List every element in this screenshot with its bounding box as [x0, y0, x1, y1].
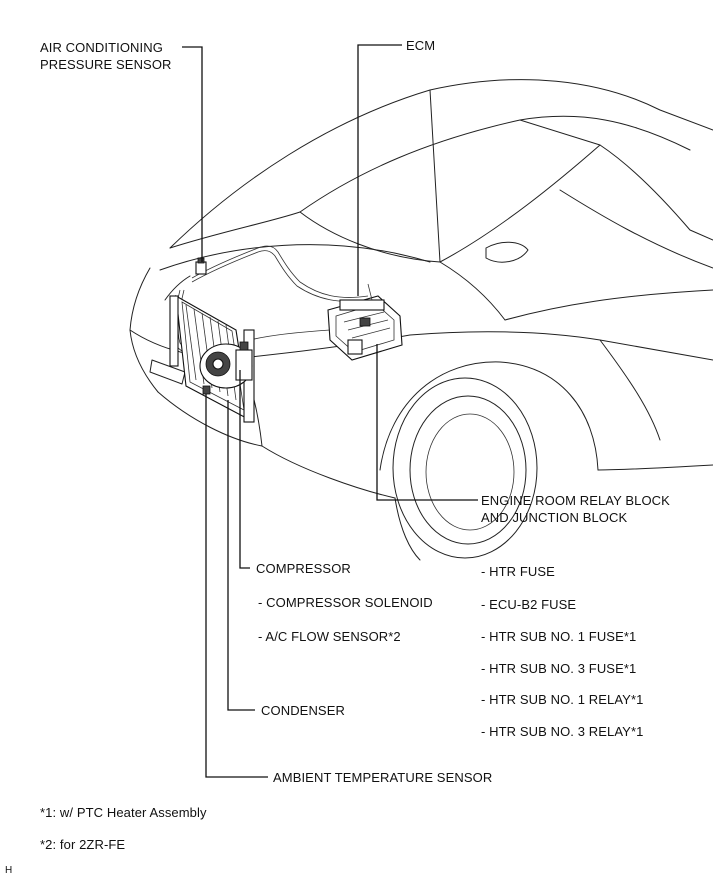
label-ecm: ECM: [406, 38, 436, 53]
ac-pressure-sensor-part: [195, 257, 207, 275]
label-ac-pressure-sensor-line1: AIR CONDITIONING: [40, 40, 163, 55]
leader-lines: [182, 44, 478, 778]
ecm-relay-block-part: [327, 283, 403, 361]
relay-item-htr-sub3-relay: - HTR SUB NO. 3 RELAY*1: [481, 724, 644, 739]
compressor-subitem-solenoid: - COMPRESSOR SOLENOID: [258, 595, 433, 610]
label-ac-pressure-sensor: AIR CONDITIONING PRESSURE SENSOR: [40, 39, 172, 73]
footnote-1: *1: w/ PTC Heater Assembly: [40, 805, 207, 820]
ambient-sensor-part: [202, 385, 211, 395]
relay-item-htr-sub1-fuse: - HTR SUB NO. 1 FUSE*1: [481, 629, 637, 644]
compressor-part: [199, 341, 253, 389]
label-compressor: COMPRESSOR: [256, 561, 351, 576]
label-ambient-temperature-sensor: AMBIENT TEMPERATURE SENSOR: [273, 770, 493, 785]
car-body-outline: [129, 79, 713, 561]
footnote-2: *2: for 2ZR-FE: [40, 837, 126, 852]
compressor-subitem-flow-sensor: - A/C FLOW SENSOR*2: [258, 629, 401, 644]
label-relay-block-line2: AND JUNCTION BLOCK: [481, 510, 628, 525]
label-relay-block: ENGINE ROOM RELAY BLOCK AND JUNCTION BLO…: [481, 492, 670, 526]
label-relay-block-line1: ENGINE ROOM RELAY BLOCK: [481, 493, 670, 508]
relay-item-htr-fuse: - HTR FUSE: [481, 564, 555, 579]
relay-item-htr-sub3-fuse: - HTR SUB NO. 3 FUSE*1: [481, 661, 637, 676]
label-ac-pressure-sensor-line2: PRESSURE SENSOR: [40, 57, 172, 72]
corner-mark: H: [5, 865, 13, 876]
label-condenser: CONDENSER: [261, 703, 345, 718]
relay-item-ecu-b2-fuse: - ECU-B2 FUSE: [481, 597, 577, 612]
relay-item-htr-sub1-relay: - HTR SUB NO. 1 RELAY*1: [481, 692, 644, 707]
